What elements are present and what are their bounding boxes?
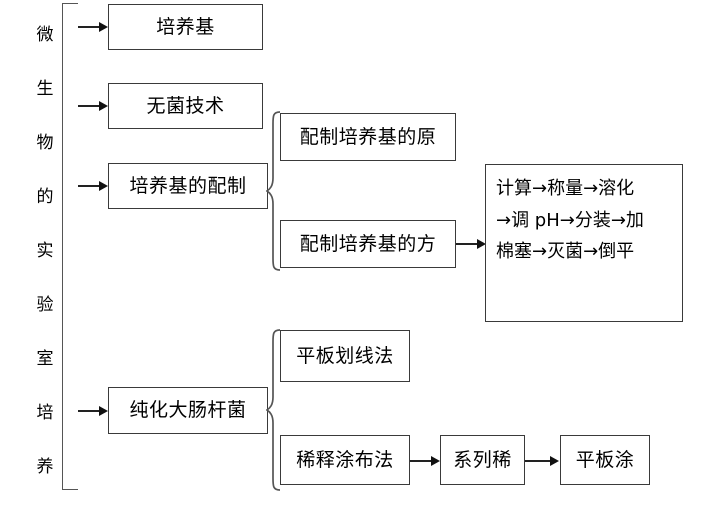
title-char-7: 培 (36, 403, 54, 423)
connector-to-serial-dilution (410, 460, 432, 462)
steps-line-2: →调 pH→分装→加 (496, 209, 644, 231)
brace-purify-ecoli (266, 328, 282, 492)
arrowhead-to-steps (477, 239, 486, 249)
connector-to-steps (456, 243, 478, 245)
node-serial-dilution[interactable]: 系列稀 (440, 435, 525, 485)
node-aseptic-technique[interactable]: 无菌技术 (108, 83, 263, 129)
node-plate-spread[interactable]: 平板涂 (560, 435, 650, 485)
node-preparation-steps[interactable]: 计算→称量→溶化 →调 pH→分装→加 棉塞→灭菌→倒平 (485, 164, 683, 322)
arrowhead-to-medium (99, 22, 108, 32)
node-prepare-medium[interactable]: 培养基的配制 (108, 163, 268, 209)
node-medium-method[interactable]: 配制培养基的方 (280, 220, 456, 268)
node-purify-ecoli[interactable]: 纯化大肠杆菌 (108, 387, 268, 434)
steps-line-3: 棉塞→灭菌→倒平 (496, 241, 635, 262)
brace-prepare-medium (266, 110, 282, 272)
node-medium-principle[interactable]: 配制培养基的原 (280, 113, 456, 161)
node-dilution-spread[interactable]: 稀释涂布法 (280, 435, 410, 485)
connector-to-prepare-medium (78, 185, 100, 187)
node-medium[interactable]: 培养基 (108, 4, 263, 50)
title-char-3: 的 (36, 187, 54, 207)
connector-to-purify-ecoli (78, 410, 100, 412)
arrowhead-to-plate-spread (550, 456, 559, 466)
diagram-title-vertical: 微 生 物 的 实 验 室 培 养 (28, 8, 62, 494)
connector-to-aseptic (78, 105, 100, 107)
connector-to-medium (78, 26, 100, 28)
title-char-2: 物 (36, 133, 54, 153)
arrowhead-to-purify-ecoli (99, 406, 108, 416)
main-bracket (62, 3, 78, 490)
title-char-4: 实 (36, 241, 54, 261)
steps-line-1: 计算→称量→溶化 (496, 178, 635, 199)
title-char-5: 验 (36, 295, 54, 315)
title-char-8: 养 (36, 457, 54, 477)
title-char-1: 生 (36, 79, 54, 99)
title-char-0: 微 (36, 25, 54, 45)
connector-to-plate-spread (525, 460, 551, 462)
arrowhead-to-prepare-medium (99, 181, 108, 191)
title-char-6: 室 (36, 349, 54, 369)
arrowhead-to-aseptic (99, 101, 108, 111)
arrowhead-to-serial-dilution (431, 456, 440, 466)
node-streak-plate[interactable]: 平板划线法 (280, 330, 410, 382)
